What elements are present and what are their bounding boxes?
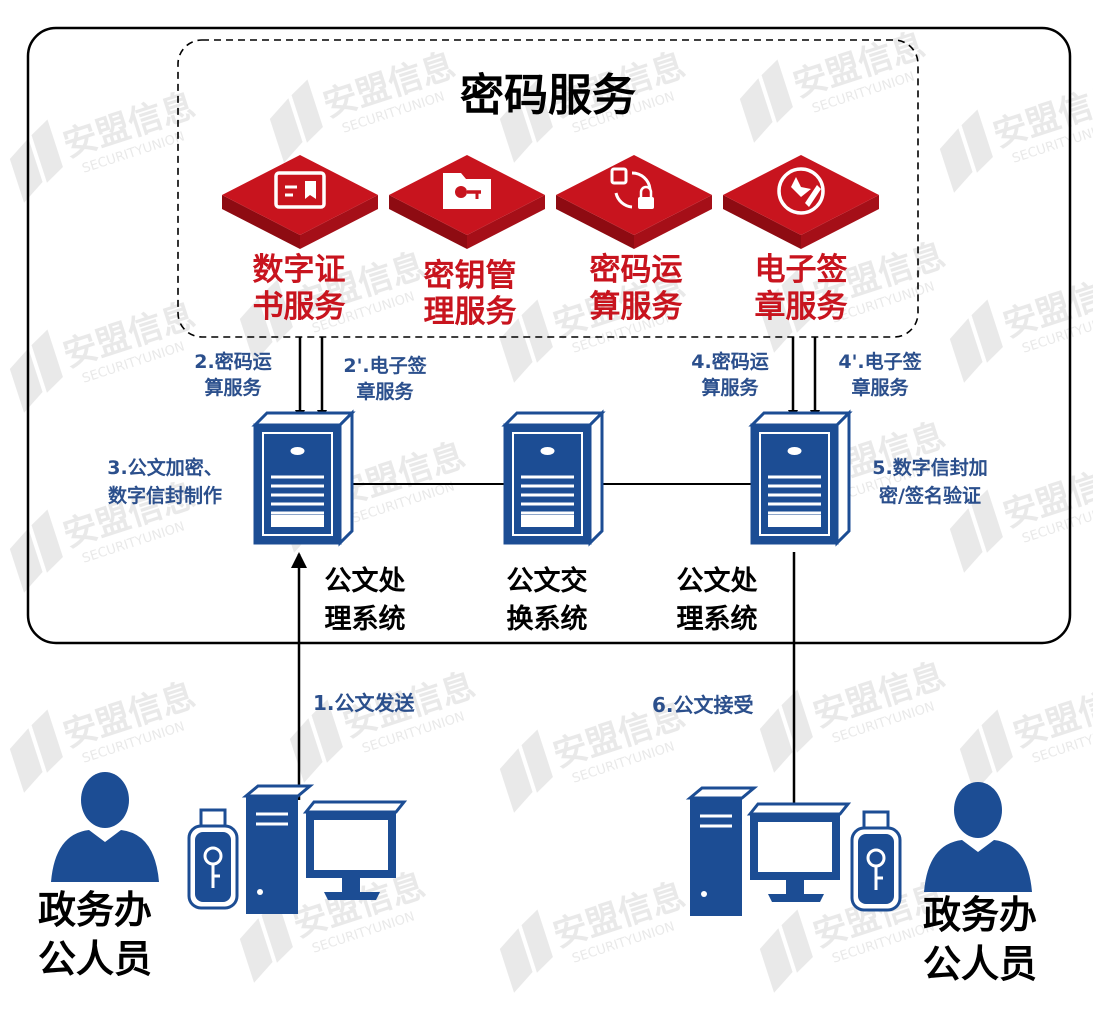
step4b-label: 4'.电子签 <box>838 350 922 373</box>
user-label-line1: 政务办 <box>38 888 152 932</box>
service-tile <box>222 155 378 249</box>
step2-label: 算服务 <box>204 376 262 399</box>
step3-label: 数字信封制作 <box>108 484 222 507</box>
service-label-line1: 电子签 <box>755 252 848 288</box>
step2b-label: 2'.电子签 <box>343 354 427 377</box>
service-label-line2: 理服务 <box>424 294 517 330</box>
server-label-line2: 换系统 <box>507 603 588 635</box>
server-labels: 公文处 理系统 公文交 换系统 公文处 理系统 <box>325 565 758 635</box>
service-label-line2: 书服务 <box>253 289 346 325</box>
step5-label: 密/签名验证 <box>879 484 981 507</box>
step1-label: 1.公文发送 <box>313 691 416 715</box>
key-folder-icon <box>443 173 491 209</box>
users <box>51 772 1032 916</box>
arrow-labels: 2.密码运 算服务 2'.电子签 章服务 4.密码运 算服务 4'.电子签 章服… <box>194 350 922 403</box>
step2b-label: 章服务 <box>356 380 414 403</box>
step2-label: 2.密码运 <box>194 350 271 373</box>
server-icon <box>251 409 356 547</box>
user-label-line1: 政务办 <box>923 893 1037 937</box>
workstation-icon <box>241 784 408 914</box>
service-label-line2: 算服务 <box>590 289 683 325</box>
certificate-icon <box>274 171 326 209</box>
crypto-service-group <box>177 39 919 338</box>
crypto-compute-icon <box>610 167 654 209</box>
server-label-line1: 公文交 <box>507 565 588 597</box>
server-label-line1: 公文处 <box>677 565 758 597</box>
user-label-line2: 公人员 <box>923 942 1037 986</box>
service-label-line1: 密钥管 <box>424 258 517 294</box>
servers <box>251 409 853 547</box>
usb-key-icon <box>850 810 902 912</box>
service-tile <box>723 155 879 249</box>
workstation-icon <box>685 786 852 916</box>
e-signature-icon <box>777 167 825 215</box>
step6-label: 6.公文接受 <box>652 693 754 717</box>
step4b-label: 章服务 <box>851 376 909 399</box>
usb-key-icon <box>187 808 239 910</box>
server-label-line1: 公文处 <box>325 565 406 597</box>
step4-label: 算服务 <box>701 376 759 399</box>
service-tile <box>556 155 712 249</box>
service-tiles <box>222 155 879 249</box>
service-tile <box>389 155 545 249</box>
group-title: 密码服务 <box>460 70 636 121</box>
server-icon <box>501 409 606 547</box>
system-boundary <box>26 26 1072 645</box>
step5-label: 5.数字信封加 <box>872 456 987 479</box>
service-label-line1: 数字证 <box>253 252 346 288</box>
step4-label: 4.密码运 <box>691 350 768 373</box>
server-icon <box>748 409 853 547</box>
user-icon <box>924 782 1032 892</box>
service-label-line1: 密码运 <box>590 252 683 288</box>
server-label-line2: 理系统 <box>677 603 758 635</box>
step3-label: 3.公文加密、 <box>107 456 222 479</box>
user-label-line2: 公人员 <box>38 937 152 981</box>
user-icon <box>51 772 159 882</box>
server-label-line2: 理系统 <box>325 603 406 635</box>
service-labels: 数字证 书服务 密钥管 理服务 密码运 算服务 电子签 章服务 <box>253 252 848 330</box>
service-label-line2: 章服务 <box>755 289 848 325</box>
